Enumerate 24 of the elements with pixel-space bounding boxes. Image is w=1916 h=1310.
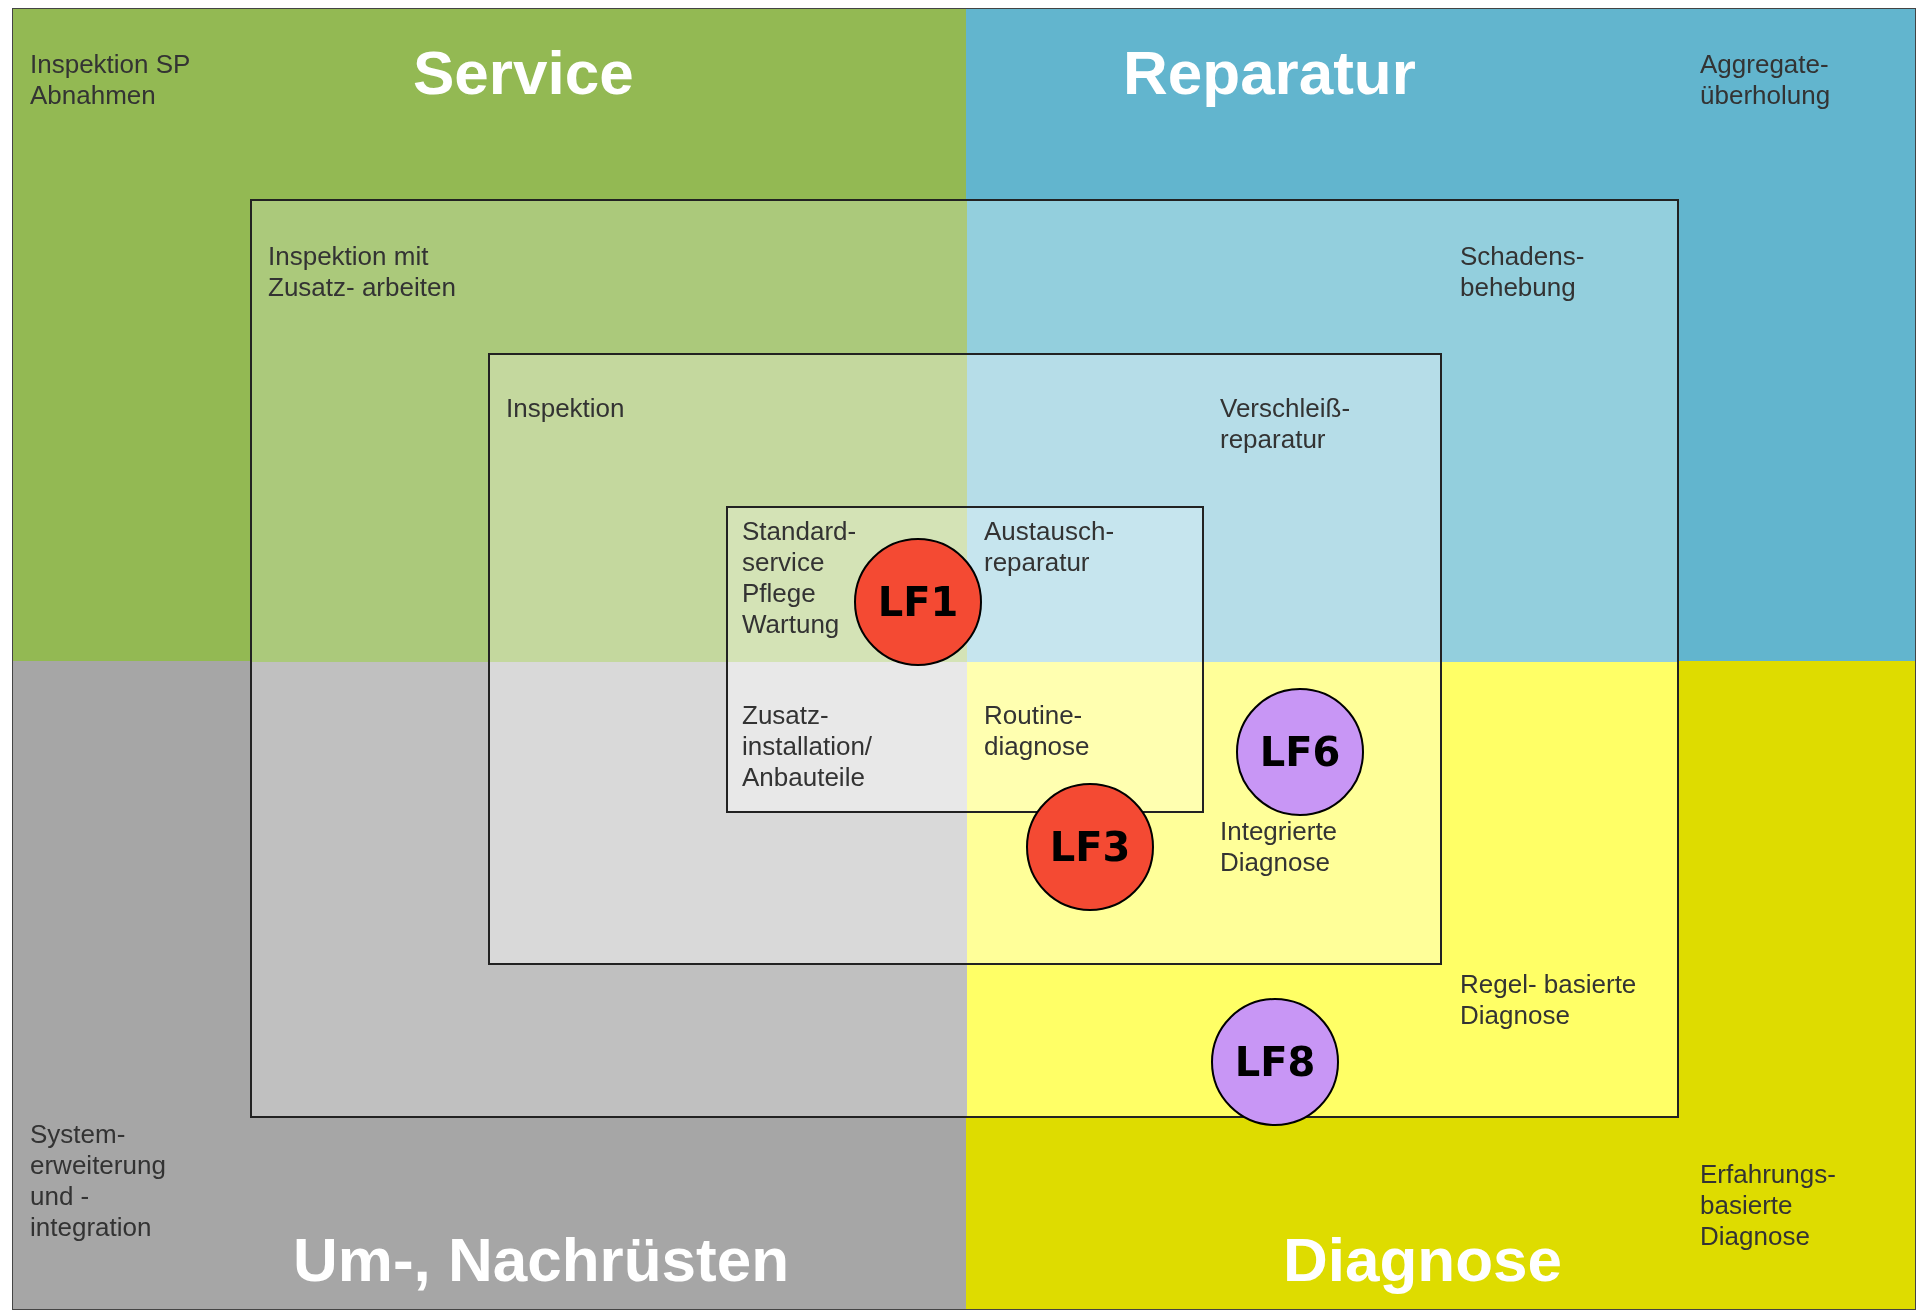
area-label: Erfahrungs- basierte Diagnose <box>1700 1159 1837 1252</box>
area-label: Inspektion mit Zusatz- arbeiten <box>268 241 457 303</box>
nested-frame <box>488 353 1442 965</box>
quadrant-chart-background <box>12 8 1916 1310</box>
learning-field-circle: LF8 <box>1211 998 1339 1126</box>
area-label: Integrierte Diagnose <box>1220 816 1339 878</box>
area-label: Inspektion <box>506 393 626 424</box>
learning-field-circle: LF3 <box>1026 783 1154 911</box>
area-label: Routine- diagnose <box>984 700 1091 762</box>
area-label: Schadens- behebung <box>1460 241 1586 303</box>
area-label: Aggregate- überholung <box>1700 49 1832 111</box>
quadrant-title: Um-, Nachrüsten <box>293 1224 790 1295</box>
area-label: Austausch- reparatur <box>984 516 1116 578</box>
quadrant-title: Reparatur <box>1123 37 1416 108</box>
area-label: Regel- basierte Diagnose <box>1460 969 1638 1031</box>
area-label: Inspektion SP Abnahmen <box>30 49 190 111</box>
quadrant-title: Service <box>413 37 634 108</box>
nested-frame <box>726 506 1204 813</box>
learning-field-circle: LF1 <box>854 538 982 666</box>
area-label: Zusatz- installation/ Anbauteile <box>742 700 874 793</box>
area-label: Verschleiß- reparatur <box>1220 393 1352 455</box>
learning-field-circle: LF6 <box>1236 688 1364 816</box>
quadrant-title: Diagnose <box>1283 1224 1563 1295</box>
area-label: System- erweiterung und - integration <box>30 1119 167 1243</box>
